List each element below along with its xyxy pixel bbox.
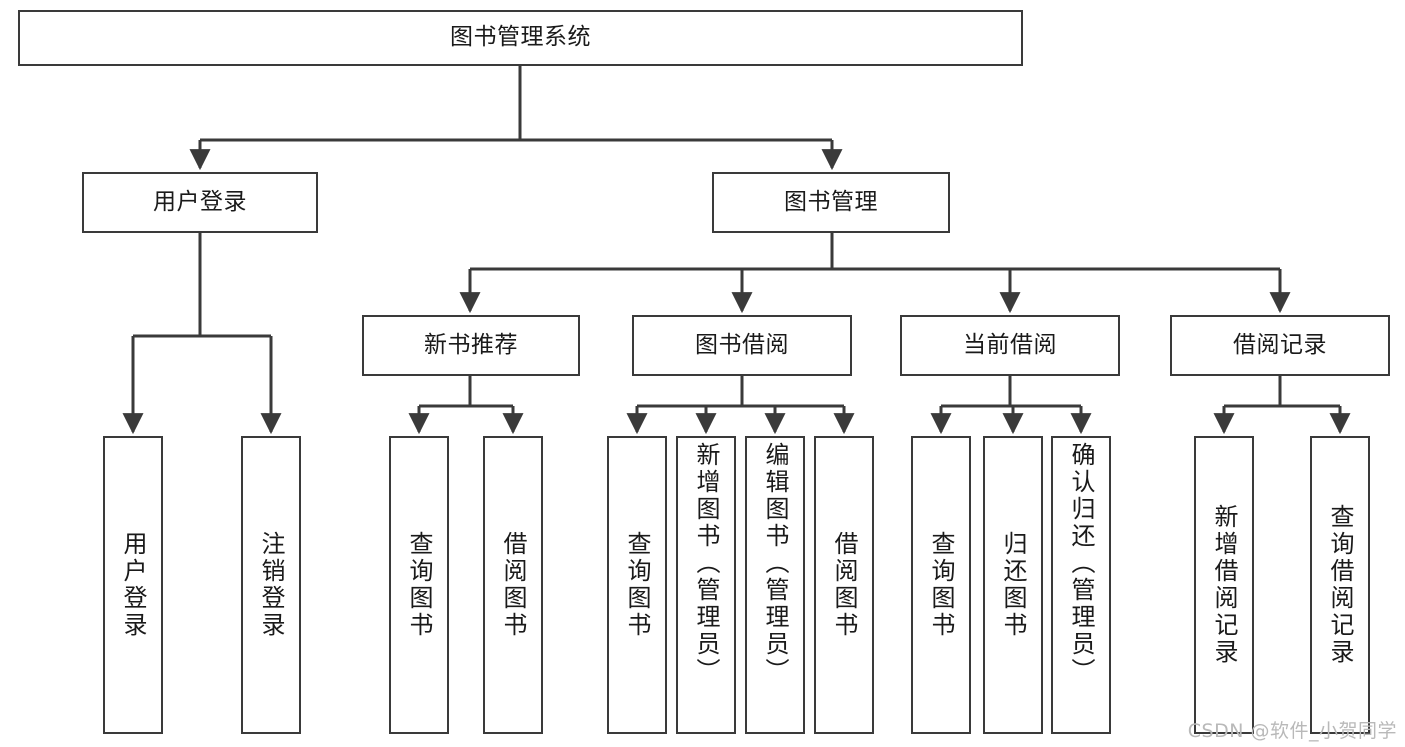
node-book-borrow[interactable]: 图书借阅 — [632, 315, 852, 376]
node-borrow-records[interactable]: 借阅记录 — [1170, 315, 1390, 376]
node-current-borrow[interactable]: 当前借阅 — [900, 315, 1120, 376]
leaf-book-borrow-borrow-book[interactable]: 借阅图书 — [814, 436, 874, 734]
node-label: 用户登录 — [153, 188, 247, 215]
leaf-borrow-records-add-record[interactable]: 新增借阅记录 — [1194, 436, 1254, 734]
node-user-login[interactable]: 用户登录 — [82, 172, 318, 233]
node-label: 借阅记录 — [1233, 331, 1327, 358]
leaf-current-borrow-return-book[interactable]: 归还图书 — [983, 436, 1043, 734]
node-book-management[interactable]: 图书管理 — [712, 172, 950, 233]
node-label: 图书管理 — [784, 188, 878, 215]
leaf-current-borrow-confirm-return-admin[interactable]: 确认归还（管理员） — [1051, 436, 1111, 734]
csdn-watermark: CSDN @软件_小贺同学 — [1187, 720, 1397, 742]
node-label: 查询图书 — [623, 531, 651, 639]
leaf-current-borrow-query-book[interactable]: 查询图书 — [911, 436, 971, 734]
node-label: 图书管理系统 — [450, 24, 591, 51]
leaf-book-borrow-add-book-admin[interactable]: 新增图书（管理员） — [676, 436, 736, 734]
node-label: 图书借阅 — [695, 331, 789, 358]
leaf-user-login-login[interactable]: 用户登录 — [103, 436, 163, 734]
leaf-new-book-borrow-book[interactable]: 借阅图书 — [483, 436, 543, 734]
node-label: 借阅图书 — [499, 531, 527, 639]
node-label: 用户登录 — [119, 531, 147, 639]
node-label: 借阅图书 — [830, 531, 858, 639]
node-root-book-management-system[interactable]: 图书管理系统 — [18, 10, 1023, 66]
leaf-borrow-records-query-record[interactable]: 查询借阅记录 — [1310, 436, 1370, 734]
node-label: 归还图书 — [999, 531, 1027, 639]
leaf-book-borrow-edit-book-admin[interactable]: 编辑图书（管理员） — [745, 436, 805, 734]
node-label: 新书推荐 — [424, 331, 518, 358]
node-new-book-recommend[interactable]: 新书推荐 — [362, 315, 580, 376]
node-label: 新增借阅记录 — [1210, 504, 1238, 666]
node-label: 编辑图书（管理员） — [761, 442, 789, 685]
leaf-user-login-logout[interactable]: 注销登录 — [241, 436, 301, 734]
node-label: 确认归还（管理员） — [1067, 442, 1095, 685]
leaf-book-borrow-query-book[interactable]: 查询图书 — [607, 436, 667, 734]
node-label: 查询图书 — [927, 531, 955, 639]
node-label: 查询借阅记录 — [1326, 504, 1354, 666]
leaf-new-book-query-book[interactable]: 查询图书 — [389, 436, 449, 734]
node-label: 当前借阅 — [963, 331, 1057, 358]
node-label: 注销登录 — [257, 531, 285, 639]
node-label: 查询图书 — [405, 531, 433, 639]
node-label: 新增图书（管理员） — [692, 442, 720, 685]
